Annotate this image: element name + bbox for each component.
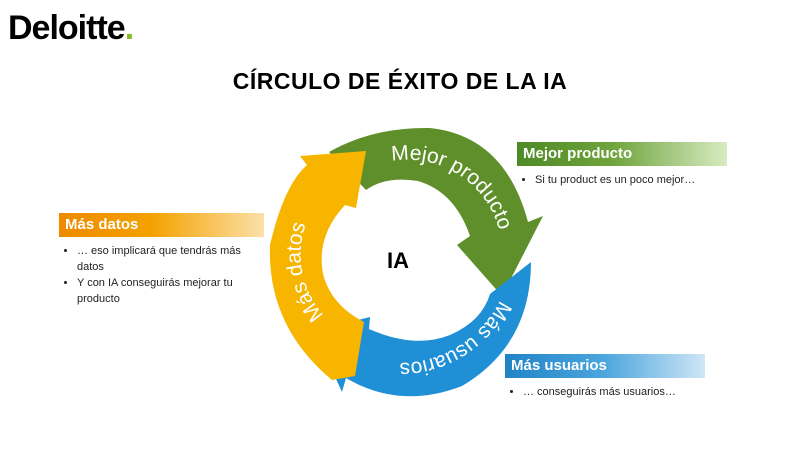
arrow-segment-usuarios: [314, 262, 531, 397]
deloitte-logo: Deloitte.: [8, 8, 135, 48]
logo-dot: .: [124, 9, 135, 47]
callout-bullets-datos: … eso implicará que tendrás más datos Y …: [59, 243, 264, 307]
logo-text: Deloitte: [8, 9, 126, 47]
bullet-item: Y con IA conseguirás mejorar tu producto: [77, 275, 264, 307]
callout-mejor-producto: Mejor producto Si tu product es un poco …: [517, 142, 727, 188]
center-label: IA: [387, 248, 409, 273]
bullet-item: … conseguirás más usuarios…: [523, 384, 705, 400]
callout-bullets-usuarios: … conseguirás más usuarios…: [505, 384, 705, 400]
callout-heading-usuarios: Más usuarios: [505, 354, 705, 378]
callout-mas-datos: Más datos … eso implicará que tendrás má…: [59, 213, 264, 307]
callout-heading-datos: Más datos: [59, 213, 264, 237]
bullet-item: Si tu product es un poco mejor…: [535, 172, 727, 188]
callout-mas-usuarios: Más usuarios … conseguirás más usuarios…: [505, 354, 705, 400]
callout-heading-producto: Mejor producto: [517, 142, 727, 166]
page-title: CÍRCULO DE ÉXITO DE LA IA: [232, 68, 568, 94]
bullet-item: … eso implicará que tendrás más datos: [77, 243, 264, 275]
callout-bullets-producto: Si tu product es un poco mejor…: [517, 172, 727, 188]
arrow-segment-datos: [269, 151, 366, 380]
arrow-segment-producto: [329, 127, 543, 296]
